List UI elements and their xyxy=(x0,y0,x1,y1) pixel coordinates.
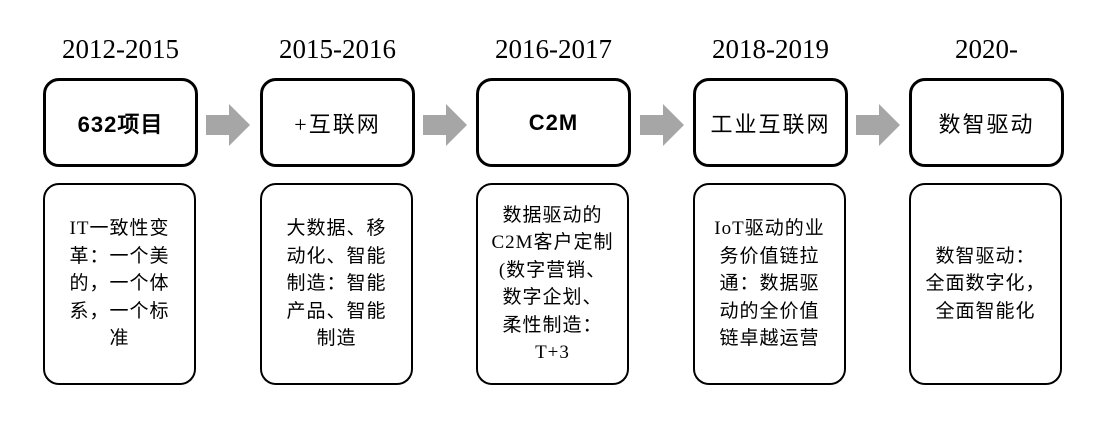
stage-title: 数智驱动 xyxy=(938,111,1035,137)
timeline-stage-2012-2015: 2012-2015 632项目 IT一致性变 革：一个美 的，一个体 系，一个标… xyxy=(43,0,198,432)
stage-year-label: 2016-2017 xyxy=(495,34,612,64)
right-arrow-icon xyxy=(856,104,900,146)
right-arrow-icon xyxy=(206,104,250,146)
stage-description-box: 大数据、移 动化、智能 制造：智能 产品、智能 制造 xyxy=(260,183,413,385)
stage-description: 数据驱动的 C2M客户定制 (数字营销、 数字企划、 柔性制造： T+3 xyxy=(491,204,614,364)
right-arrow-icon xyxy=(423,104,467,146)
stage-year-label: 2018-2019 xyxy=(712,34,829,64)
stage-description: 数智驱动： 全面数字化， 全面智能化 xyxy=(925,245,1046,322)
timeline-stage-2020: 2020- 数智驱动 数智驱动： 全面数字化， 全面智能化 xyxy=(909,0,1064,432)
timeline-stage-2016-2017: 2016-2017 C2M 数据驱动的 C2M客户定制 (数字营销、 数字企划、… xyxy=(476,0,631,432)
stage-year-label: 2020- xyxy=(955,34,1018,64)
stage-year-label: 2012-2015 xyxy=(62,34,179,64)
stage-title-box: 工业互联网 xyxy=(693,78,848,167)
stage-description-box: IT一致性变 革：一个美 的，一个体 系，一个标 准 xyxy=(43,183,196,385)
stage-title-box: 632项目 xyxy=(43,78,198,167)
stage-description-box: 数智驱动： 全面数字化， 全面智能化 xyxy=(909,183,1062,385)
stage-title: C2M xyxy=(528,109,579,135)
stage-title: 工业互联网 xyxy=(710,111,831,137)
timeline-stage-2015-2016: 2015-2016 +互联网 大数据、移 动化、智能 制造：智能 产品、智能 制… xyxy=(260,0,415,432)
stage-title: +互联网 xyxy=(294,111,381,137)
stage-description: 大数据、移 动化、智能 制造：智能 产品、智能 制造 xyxy=(286,218,387,350)
stage-title-box: +互联网 xyxy=(260,78,415,167)
stage-description-box: 数据驱动的 C2M客户定制 (数字营销、 数字企划、 柔性制造： T+3 xyxy=(476,183,629,385)
stage-year-label: 2015-2016 xyxy=(279,34,396,64)
stage-description: IT一致性变 革：一个美 的，一个体 系，一个标 准 xyxy=(69,218,170,350)
stage-description-box: IoT驱动的业 务价值链拉 通：数据驱 动的全价值 链卓越运营 xyxy=(693,183,846,385)
stage-title-box: 数智驱动 xyxy=(909,78,1064,167)
right-arrow-icon xyxy=(640,104,684,146)
stage-description: IoT驱动的业 务价值链拉 通：数据驱 动的全价值 链卓越运营 xyxy=(714,218,825,350)
stage-title-box: C2M xyxy=(476,78,631,167)
timeline-stage-2018-2019: 2018-2019 工业互联网 IoT驱动的业 务价值链拉 通：数据驱 动的全价… xyxy=(693,0,848,432)
stage-title: 632项目 xyxy=(77,111,164,137)
